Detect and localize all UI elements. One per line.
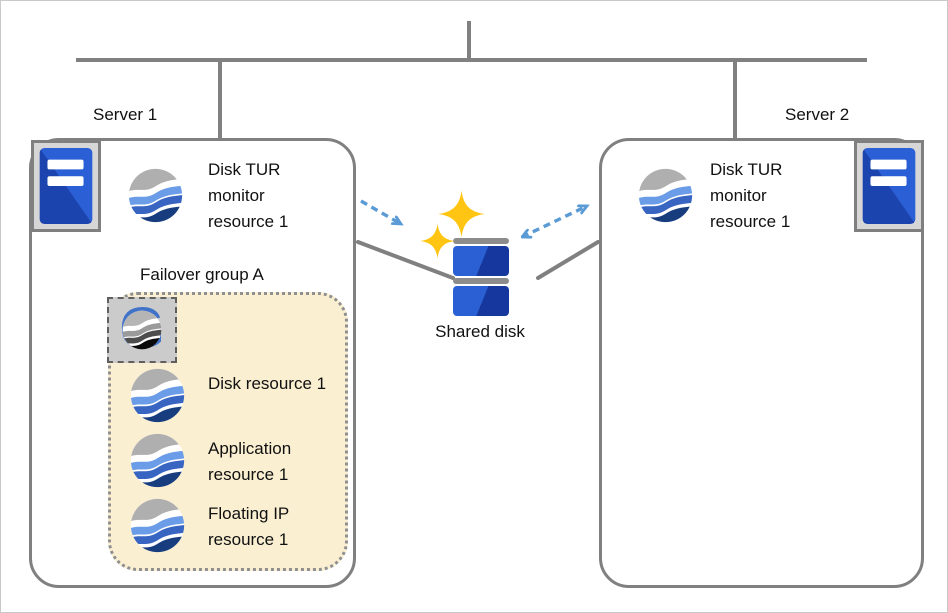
- failover-group-label: Failover group A: [140, 265, 264, 284]
- server-tower-icon: [861, 147, 917, 225]
- shared-disk-label: Shared disk: [435, 322, 525, 341]
- server2-machine-panel: [854, 140, 924, 232]
- server2-label: Server 2: [785, 105, 850, 124]
- resource-icon: [130, 433, 185, 488]
- dashed-arrow-server2-disk: [522, 206, 587, 237]
- server1-monitor-resource-label: Disk TUR monitor resource 1: [208, 160, 289, 231]
- resource-item-disk: Disk resource 1: [208, 374, 327, 393]
- server2-disk-cable: [536, 240, 600, 280]
- resource-item-floating-ip: Floating IP resource 1: [208, 504, 289, 549]
- disk-stack-icon: [453, 238, 509, 318]
- resource-icon: [130, 498, 185, 553]
- resource-icon: [130, 368, 185, 423]
- disk-cap: [453, 278, 509, 284]
- resource-item-application: Application resource 1: [208, 439, 292, 484]
- server1-label: Server 1: [93, 105, 158, 124]
- sparkle-small-icon: [420, 223, 455, 259]
- dashed-arrow-server1-to-disk: [360, 199, 401, 224]
- server2-monitor-resource-label: Disk TUR monitor resource 1: [710, 160, 791, 231]
- disk-cap: [453, 238, 509, 244]
- group-g-icon: G: [107, 297, 177, 363]
- monitor-resource-icon: [128, 168, 183, 223]
- monitor-resource-icon: [638, 168, 693, 223]
- wave-mono-icon: [122, 310, 162, 350]
- disk-body: [453, 286, 509, 316]
- server1-machine-panel: [31, 140, 101, 232]
- disk-body: [453, 246, 509, 276]
- server-tower-icon: [38, 147, 94, 225]
